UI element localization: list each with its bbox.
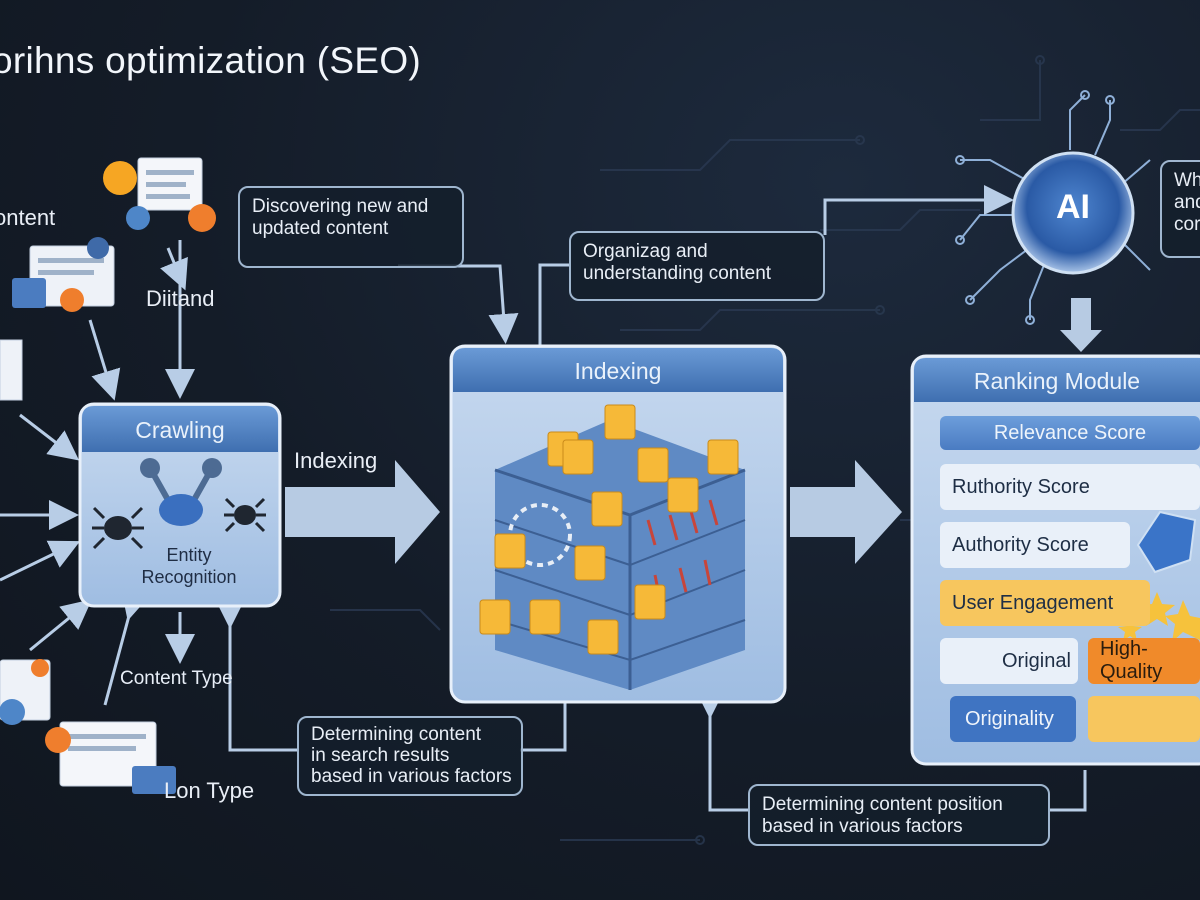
note-ai-side: Wh and cor xyxy=(1160,160,1200,258)
blue-gem-icon xyxy=(1136,510,1197,574)
server-stack-icon xyxy=(479,404,746,690)
crawling-panel-header xyxy=(82,406,278,452)
spider-robot-icon xyxy=(92,458,266,550)
ai-badge-label: AI xyxy=(1056,188,1090,226)
ranking-title: Ranking Module xyxy=(973,367,1141,394)
relevance-score-row: Relevance Score xyxy=(940,416,1200,450)
label-diitand: Diitand xyxy=(146,286,215,311)
ai-badge xyxy=(1011,151,1135,275)
label-content-type: Content Type xyxy=(120,668,233,689)
ranking-panel-header xyxy=(914,358,1200,402)
originality-chip: Originality xyxy=(950,696,1076,742)
authority-score-row-1: Ruthority Score xyxy=(940,464,1200,510)
flow-arrow-1 xyxy=(285,460,440,564)
left-content-icons xyxy=(0,157,216,794)
diamond-chip xyxy=(1088,696,1200,742)
note-determine-position: Determining content position based in va… xyxy=(748,784,1050,846)
note-organize: Organizag and understanding content xyxy=(569,231,825,301)
authority-score-row-2: Authority Score xyxy=(940,522,1130,568)
ai-circuit-lines xyxy=(955,90,1151,325)
entity-line-2: Recognition xyxy=(141,567,237,587)
indexing-panel-header xyxy=(453,348,783,392)
entity-line-1: Entity xyxy=(166,545,212,565)
crawling-title: Crawling xyxy=(135,416,225,443)
user-engagement-row: User Engagement xyxy=(940,580,1150,626)
quality-stars xyxy=(1118,592,1200,642)
arrow-label-indexing: Indexing xyxy=(294,448,378,473)
original-chip: Original xyxy=(940,638,1078,684)
note-discover: Discovering new and updated content xyxy=(238,186,464,268)
note-determine-results: Determining content in search results ba… xyxy=(297,716,523,796)
label-content: ontent xyxy=(0,205,56,230)
ai-down-arrow xyxy=(1060,298,1102,352)
label-con-type: Lon Type xyxy=(164,778,255,803)
entity-recognition-label: Entity Recognition xyxy=(82,544,296,588)
indexing-title: Indexing xyxy=(574,357,662,384)
flow-arrow-2 xyxy=(790,460,902,564)
page-title: orihns optimization (SEO) xyxy=(0,40,422,81)
high-quality-chip: High-Quality xyxy=(1088,638,1200,684)
